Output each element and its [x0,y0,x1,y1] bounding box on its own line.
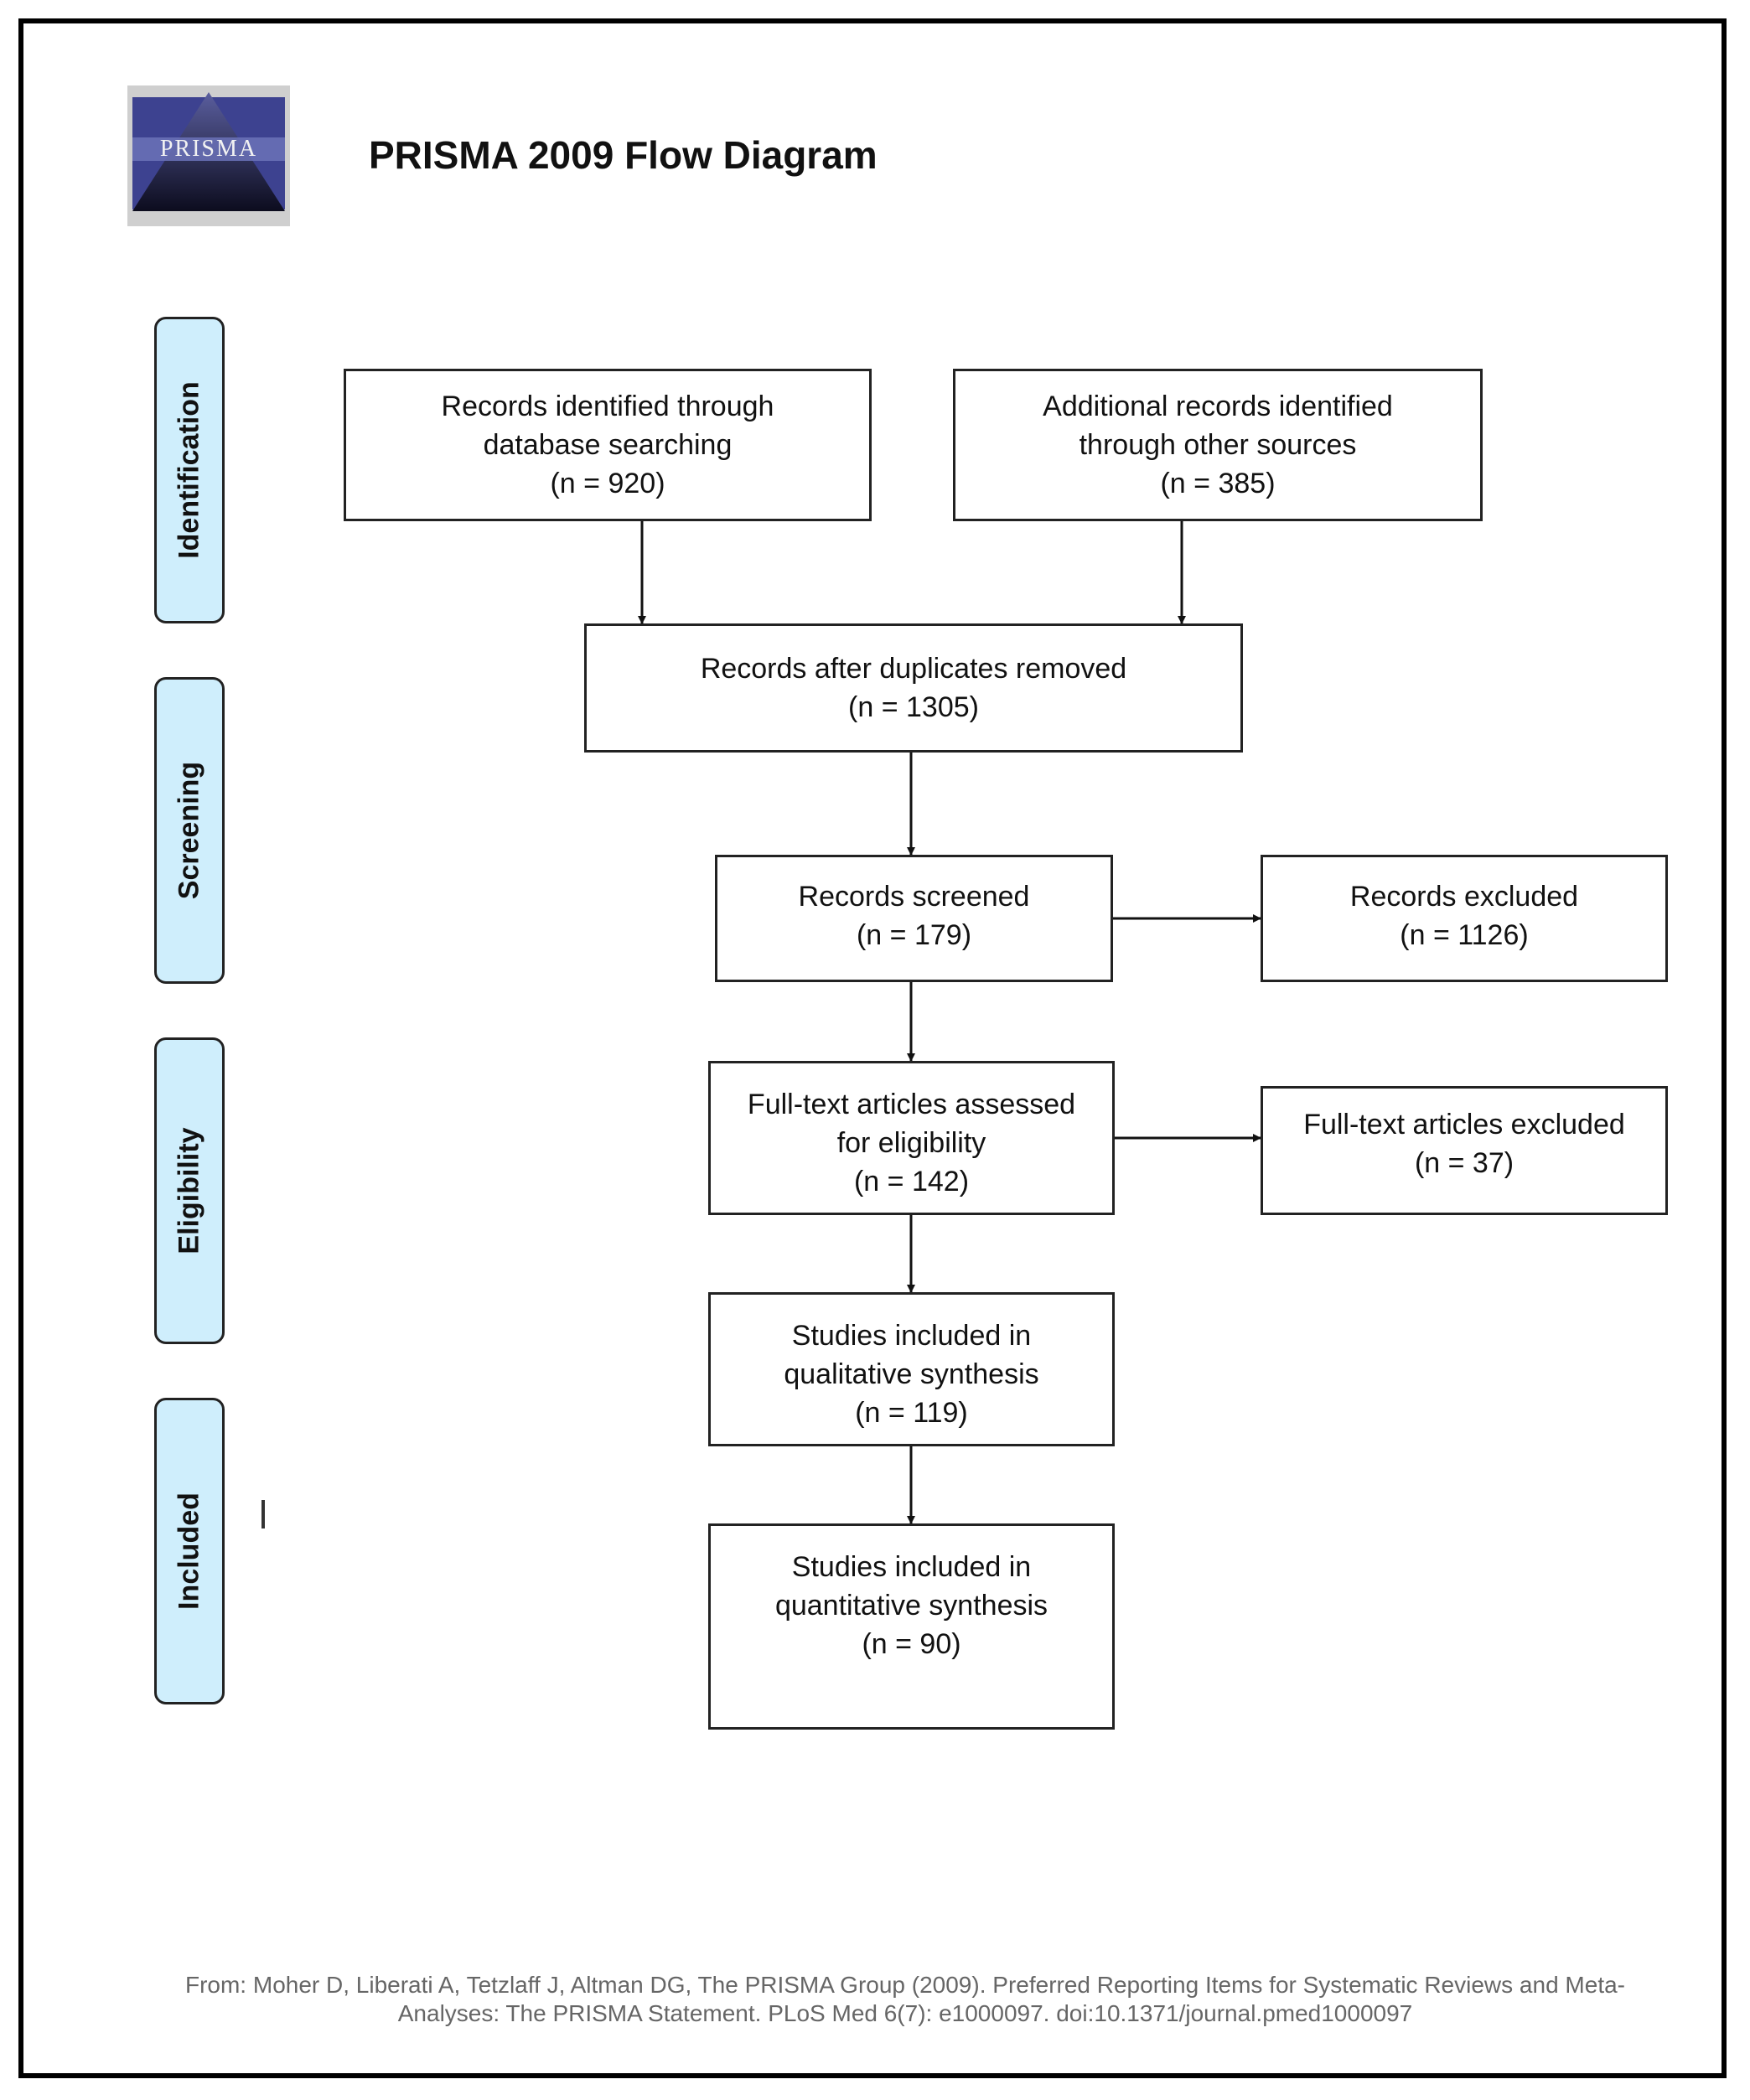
box-line: Full-text articles excluded [1303,1109,1625,1141]
box-line: Records excluded [1349,881,1579,913]
box-records-excluded: Records excluded (n = 1126) [1261,855,1668,982]
box-count: (n = 179) [856,919,972,951]
box-count: (n = 385) [1160,468,1276,499]
citation-line-2: Analyses: The PRISMA Statement. PLoS Med… [397,2000,1413,2026]
box-line: database searching [483,429,733,461]
logo-text: PRISMA [159,136,258,162]
phase-identification: Identification [154,317,225,623]
box-line: Additional records identified [1043,391,1393,422]
box-qualitative-synthesis: Studies included in qualitative synthesi… [708,1292,1115,1446]
text-cursor [261,1500,265,1528]
citation-line-1: From: Moher D, Liberati A, Tetzlaff J, A… [184,1972,1625,1998]
diagram-title: PRISMA 2009 Flow Diagram [369,133,878,177]
box-count: (n = 90) [862,1628,961,1660]
box-after-duplicates: Records after duplicates removed (n = 13… [584,623,1243,753]
phase-screening: Screening [154,677,225,984]
phase-eligibility: Eligibility [154,1037,225,1344]
page-frame [18,18,1727,2078]
box-count: (n = 1305) [848,691,979,723]
phase-included: Included [154,1398,225,1704]
box-count: (n = 142) [853,1166,970,1197]
box-line: qualitative synthesis [784,1358,1039,1390]
box-line: Studies included in [791,1551,1032,1583]
box-count: (n = 119) [855,1397,968,1429]
prisma-logo: PRISMA [127,85,290,226]
box-line: through other sources [1079,429,1357,461]
box-count: (n = 1126) [1400,919,1529,951]
box-count: (n = 37) [1414,1147,1514,1179]
box-count: (n = 920) [550,468,665,499]
box-line: Records after duplicates removed [700,653,1127,685]
box-fulltext-assessed: Full-text articles assessed for eligibil… [708,1061,1115,1215]
box-other-sources: Additional records identified through ot… [953,369,1483,521]
box-line: Studies included in [791,1320,1032,1352]
box-database-searching: Records identified through database sear… [344,369,872,521]
box-records-screened: Records screened (n = 179) [715,855,1113,982]
box-quantitative-synthesis: Studies included in quantitative synthes… [708,1523,1115,1730]
box-line: Records identified through [441,391,774,422]
box-line: for eligibility [836,1127,986,1159]
box-line: quantitative synthesis [774,1590,1048,1622]
box-fulltext-excluded: Full-text articles excluded (n = 37) [1261,1086,1668,1215]
box-line: Records screened [798,881,1030,913]
box-line: Full-text articles assessed [747,1089,1076,1120]
